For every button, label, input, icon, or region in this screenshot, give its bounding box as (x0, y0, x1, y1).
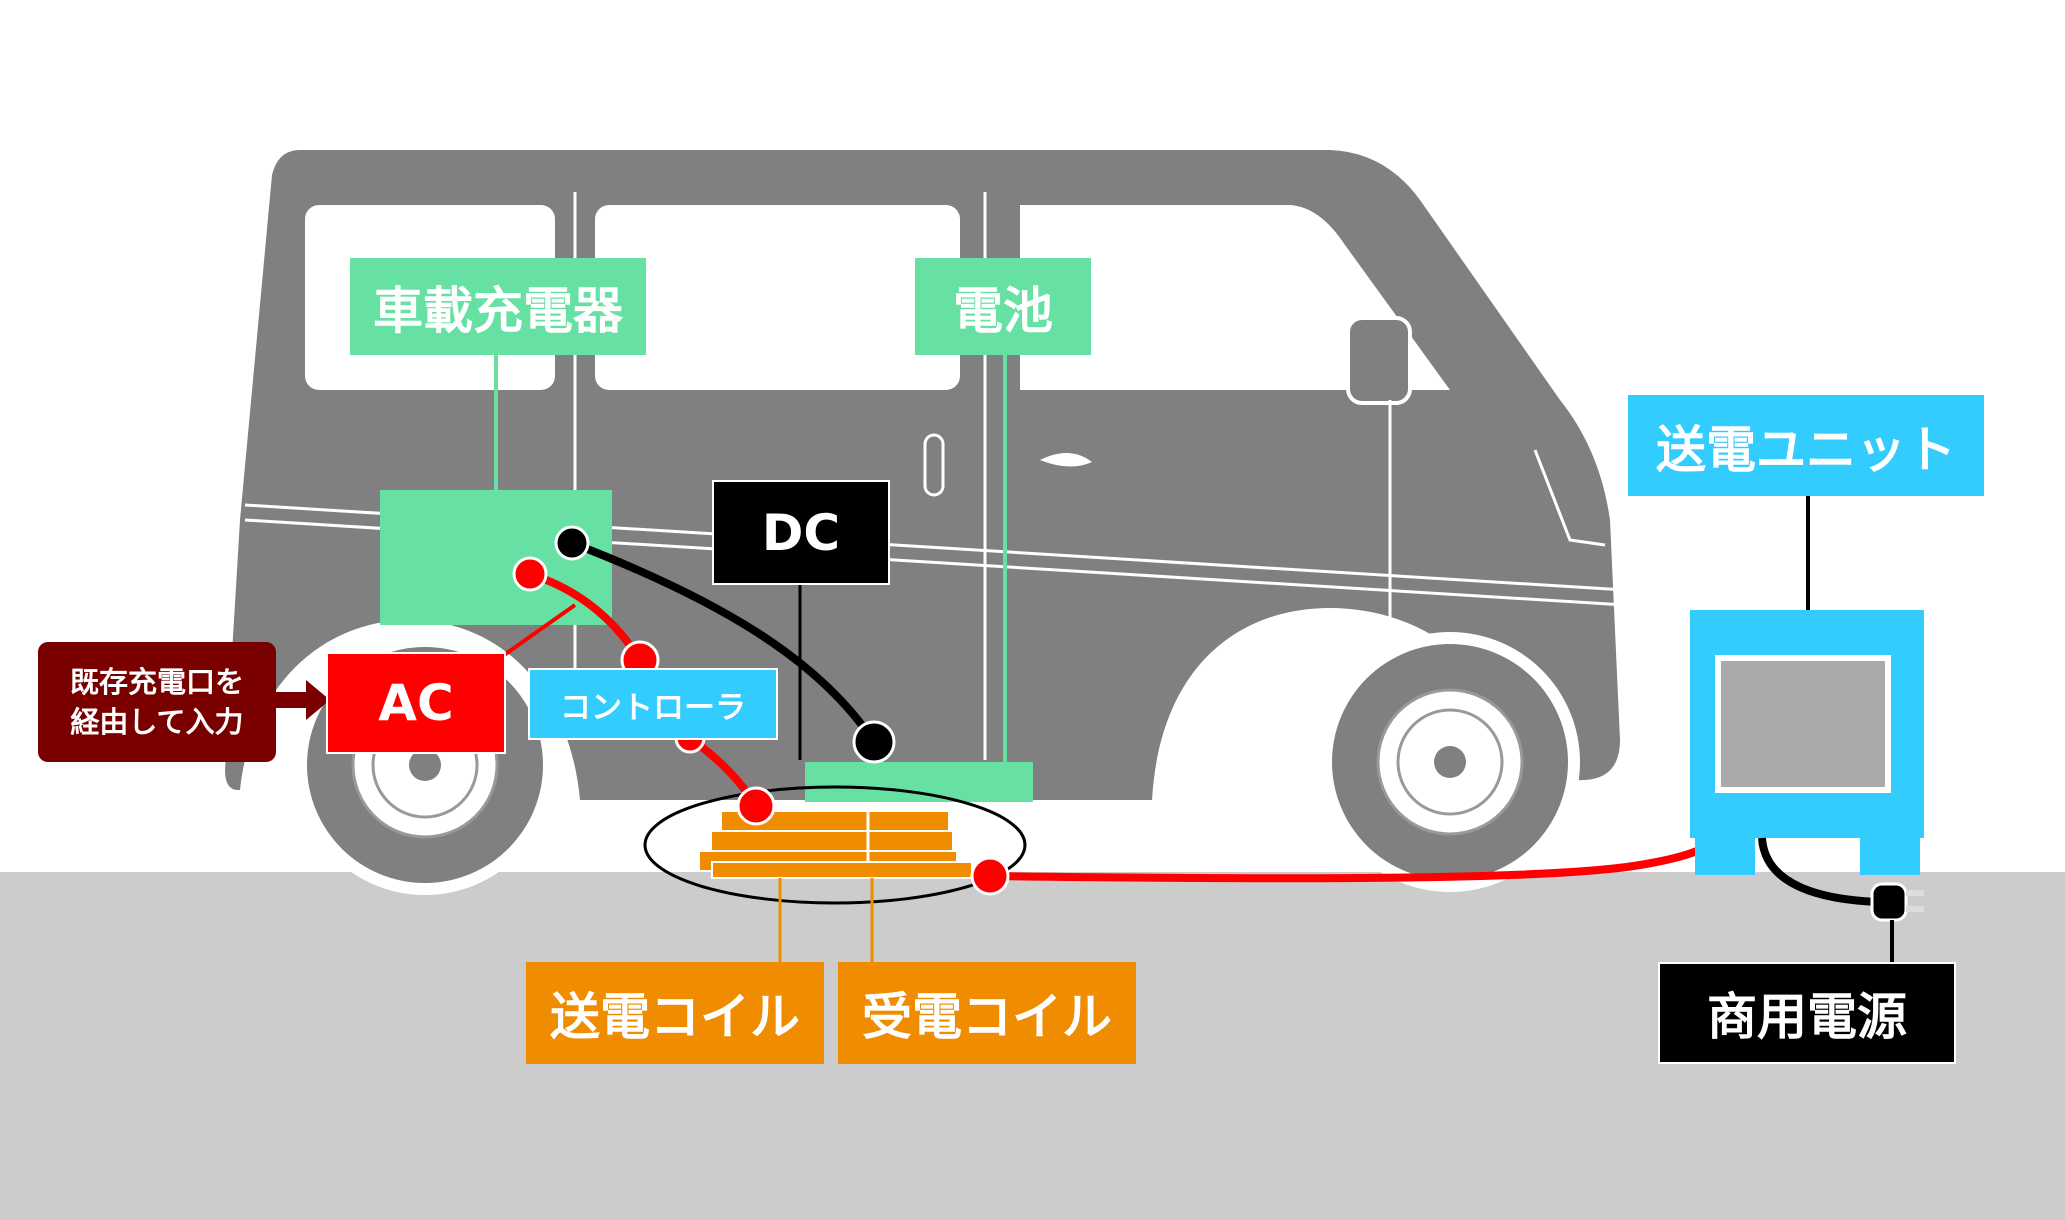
battery-block (805, 762, 1033, 802)
ac-terminal-charger (512, 556, 548, 592)
controller-label: コントローラ (528, 668, 778, 740)
coil-stack (700, 812, 973, 879)
door-handles (923, 433, 1092, 497)
coil-label-lines (778, 878, 874, 962)
existing-port-line-1: 既存充電口を (69, 665, 244, 699)
existing-port-line-2: 経由して入力 (70, 705, 244, 739)
dc-cable (570, 539, 878, 745)
ac-terminal-coil-out (970, 856, 1010, 896)
ac-terminal-coil (736, 786, 776, 826)
dc-label: DC (712, 480, 890, 585)
transmit-coil-label: 送電コイル (526, 962, 824, 1064)
transmitter-unit (1690, 610, 1924, 875)
receive-coil-label: 受電コイル (838, 962, 1136, 1064)
commercial-power-label: 商用電源 (1658, 962, 1956, 1064)
dc-terminal-charger (554, 525, 590, 561)
existing-port-label: 既存充電口を 経由して入力 (38, 642, 276, 762)
battery-label: 電池 (915, 258, 1091, 355)
dc-terminal-battery (852, 720, 896, 764)
coil-highlight-ellipse (643, 785, 1027, 905)
port-arrow (268, 680, 330, 720)
middle-window (595, 205, 960, 390)
front-window (1020, 205, 1450, 390)
transmitter-unit-label: 送電ユニット (1628, 395, 1984, 496)
front-wheel (1320, 632, 1580, 892)
ac-label: AC (326, 652, 506, 754)
onboard-charger-label: 車載充電器 (350, 258, 646, 355)
plug-icon (1870, 882, 1924, 922)
power-cable (1758, 837, 1881, 906)
side-mirror (1346, 316, 1412, 405)
